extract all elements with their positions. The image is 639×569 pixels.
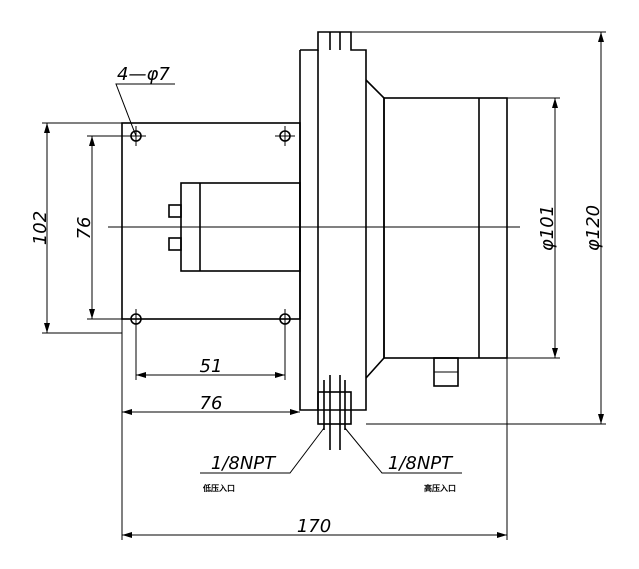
high-pressure-note: 高压入口: [424, 483, 456, 493]
dimension-phi101: [507, 97, 560, 359]
dimension-76-vertical: [87, 135, 136, 320]
dim-label-170: 170: [297, 516, 331, 537]
low-pressure-thread-label: 1/8NPT: [211, 453, 277, 474]
low-pressure-leader: [200, 427, 325, 474]
hole-callout-leader: [115, 83, 175, 137]
terminal-pin-upper: [168, 204, 182, 218]
dimension-102: [42, 122, 122, 334]
hole-callout-label: 4—φ7: [117, 64, 170, 85]
high-pressure-leader: [344, 427, 462, 474]
low-pressure-note: 低压入口: [202, 483, 235, 493]
dim-label-76-vertical: 76: [74, 217, 95, 240]
mounting-hole-top-right: [275, 126, 295, 146]
dim-label-phi101: φ101: [537, 205, 558, 251]
dim-label-51: 51: [200, 356, 223, 377]
dim-label-102: 102: [30, 211, 51, 245]
dimension-170: [122, 358, 508, 540]
dimension-phi120: [351, 31, 606, 425]
dimension-76-horizontal: [121, 319, 300, 540]
terminal-pin-lower: [168, 237, 182, 251]
dim-label-phi120: φ120: [583, 205, 604, 251]
high-pressure-thread-label: 1/8NPT: [388, 453, 454, 474]
dim-label-76-horizontal: 76: [200, 393, 223, 414]
port-fittings: [317, 375, 352, 450]
dimension-51: [135, 319, 286, 380]
gauge-body: [383, 97, 508, 387]
flange: [299, 31, 385, 411]
mounting-plate: [121, 122, 301, 329]
